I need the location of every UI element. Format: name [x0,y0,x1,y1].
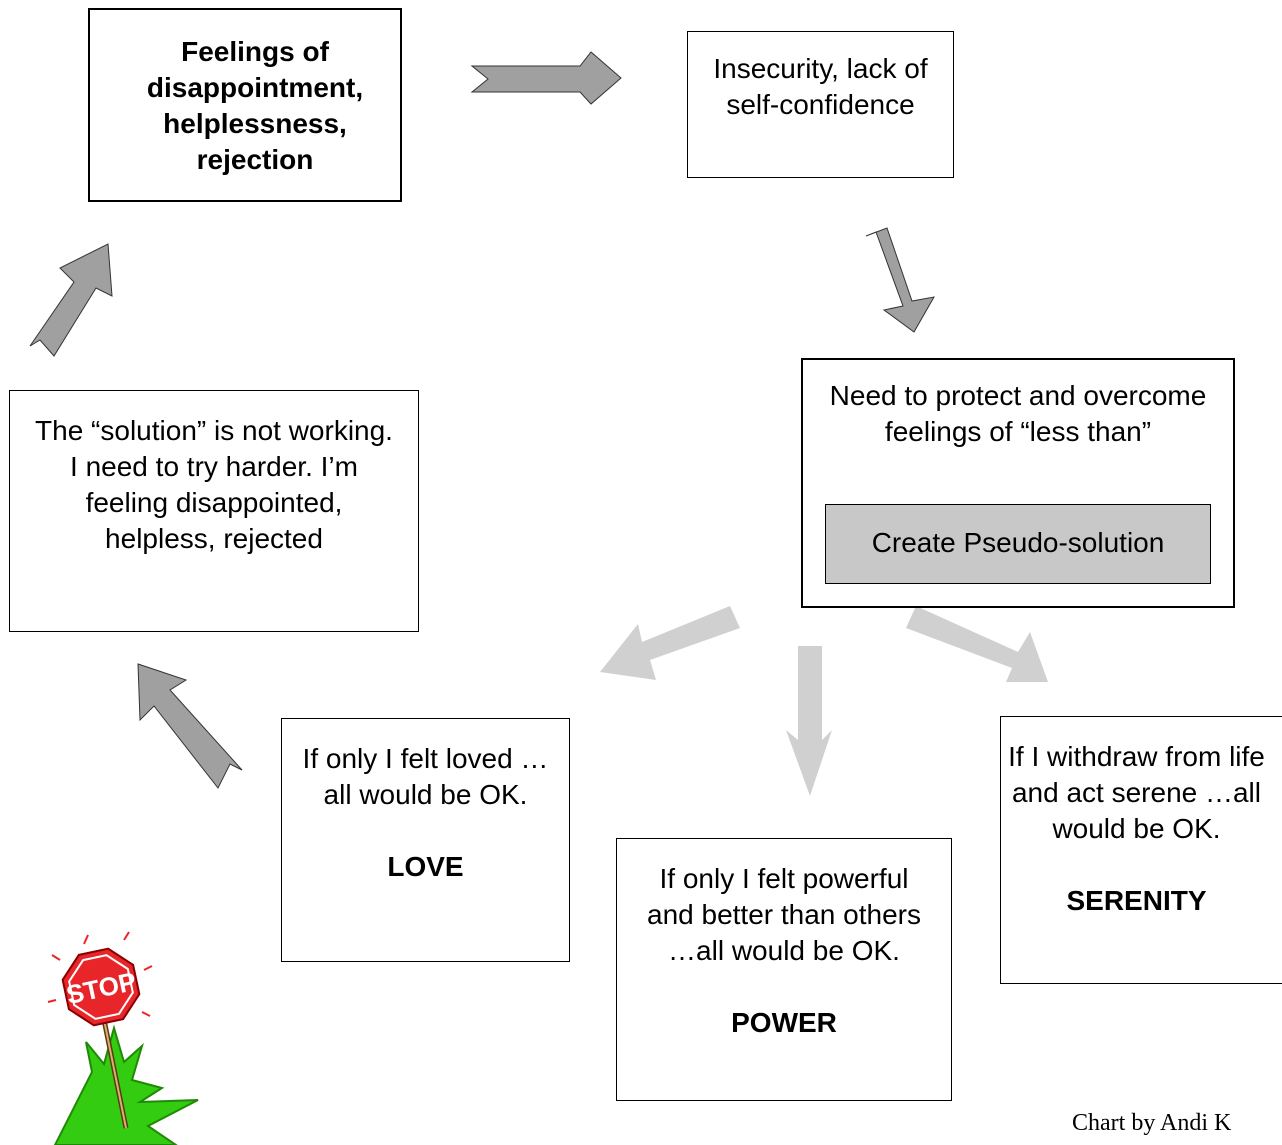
box-serenity-text: If I withdraw from life and act serene …… [1008,741,1265,844]
pseudo-solution-label: Create Pseudo-solution [871,527,1165,558]
box-feelings: Feelings of disappointment, helplessness… [88,8,402,202]
box-not-working: The “solution” is not working. I need to… [9,390,419,632]
box-love-text: If only I felt loved …all would be OK. [302,743,549,810]
chart-credit: Chart by Andi K [1072,1110,1232,1136]
arrow-love-to-not-working [137,663,243,789]
box-serenity-keyword: SERENITY [1066,885,1207,916]
arrow-to-serenity [906,606,1048,682]
box-insecurity-text: Insecurity, lack of self-confidence [713,53,928,120]
box-serenity: If I withdraw from life and act serene …… [1000,716,1282,984]
arrow-to-power [786,646,832,796]
box-need-text: Need to protect and overcome feelings of… [829,380,1207,447]
arrow-to-love [600,606,740,680]
box-power-keyword: POWER [731,1007,837,1038]
arrow-insecurity-to-need [865,227,935,333]
box-power-text: If only I felt powerful and better than … [647,863,921,966]
arrow-not-working-to-feelings [29,243,113,357]
box-love-keyword: LOVE [387,851,464,882]
box-not-working-text: The “solution” is not working. I need to… [35,415,393,554]
stop-sign-icon: STOP [47,931,199,1145]
arrow-feelings-to-insecurity [470,51,622,105]
box-power: If only I felt powerful and better than … [616,838,952,1101]
box-insecurity: Insecurity, lack of self-confidence [687,31,954,178]
box-feelings-text: Feelings of disappointment, helplessness… [146,36,364,175]
box-pseudo-solution: Create Pseudo-solution [825,504,1211,584]
box-love: If only I felt loved …all would be OK. L… [281,718,570,962]
